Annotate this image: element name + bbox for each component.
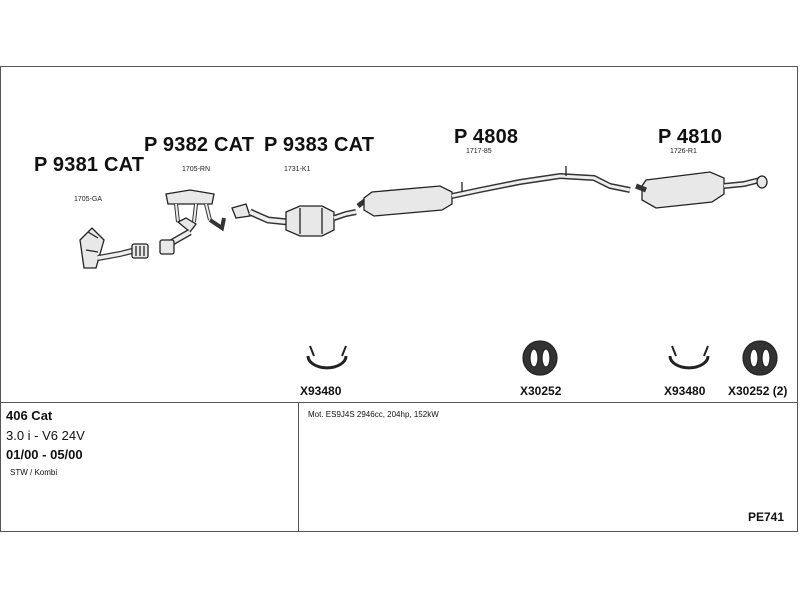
table-divider-horizontal <box>0 402 798 403</box>
reference-code: PE741 <box>748 510 785 524</box>
part-code-p9383: 1731-K1 <box>284 166 311 173</box>
vehicle-engine: 3.0 i - V6 24V <box>6 428 85 443</box>
clamp-x93480-drawing <box>306 345 348 370</box>
accessory-label-clamp-2: X93480 <box>664 384 706 398</box>
part-p4810-drawing <box>635 171 768 209</box>
part-label-p9382: P 9382 CAT <box>144 134 255 156</box>
part-p9383-drawing <box>231 203 357 237</box>
vehicle-period: 01/00 - 05/00 <box>6 447 83 462</box>
ring-x30252-drawing <box>522 340 558 376</box>
vehicle-body: STW / Kombi <box>10 468 58 477</box>
part-code-p9382: 1705-RN <box>182 166 211 173</box>
part-label-p4810: P 4810 <box>658 126 723 148</box>
part-label-p9381: P 9381 CAT <box>34 154 145 176</box>
ring-x30252-2-drawing <box>742 340 778 376</box>
accessory-label-clamp: X93480 <box>300 384 342 398</box>
part-label-p9383: P 9383 CAT <box>264 134 375 156</box>
part-code-p9381: 1705-GA <box>74 196 103 203</box>
part-label-p4808: P 4808 <box>454 126 519 148</box>
part-p4808-drawing <box>356 166 631 217</box>
accessory-label-ring-2: X30252 (2) <box>728 384 788 398</box>
table-divider-vertical <box>298 402 299 532</box>
part-p9381-drawing <box>79 227 149 269</box>
part-code-p4810: 1726-R1 <box>670 148 697 155</box>
diagram-frame <box>0 66 798 532</box>
part-code-p4808: 1717-85 <box>466 148 492 155</box>
vehicle-model: 406 Cat <box>6 408 53 423</box>
accessory-label-ring: X30252 <box>520 384 562 398</box>
part-p9382-drawing <box>159 189 226 255</box>
engine-info: Mot. ES9J4S 2946cc, 204hp, 152kW <box>308 410 439 419</box>
clamp-x93480-2-drawing <box>668 345 710 370</box>
